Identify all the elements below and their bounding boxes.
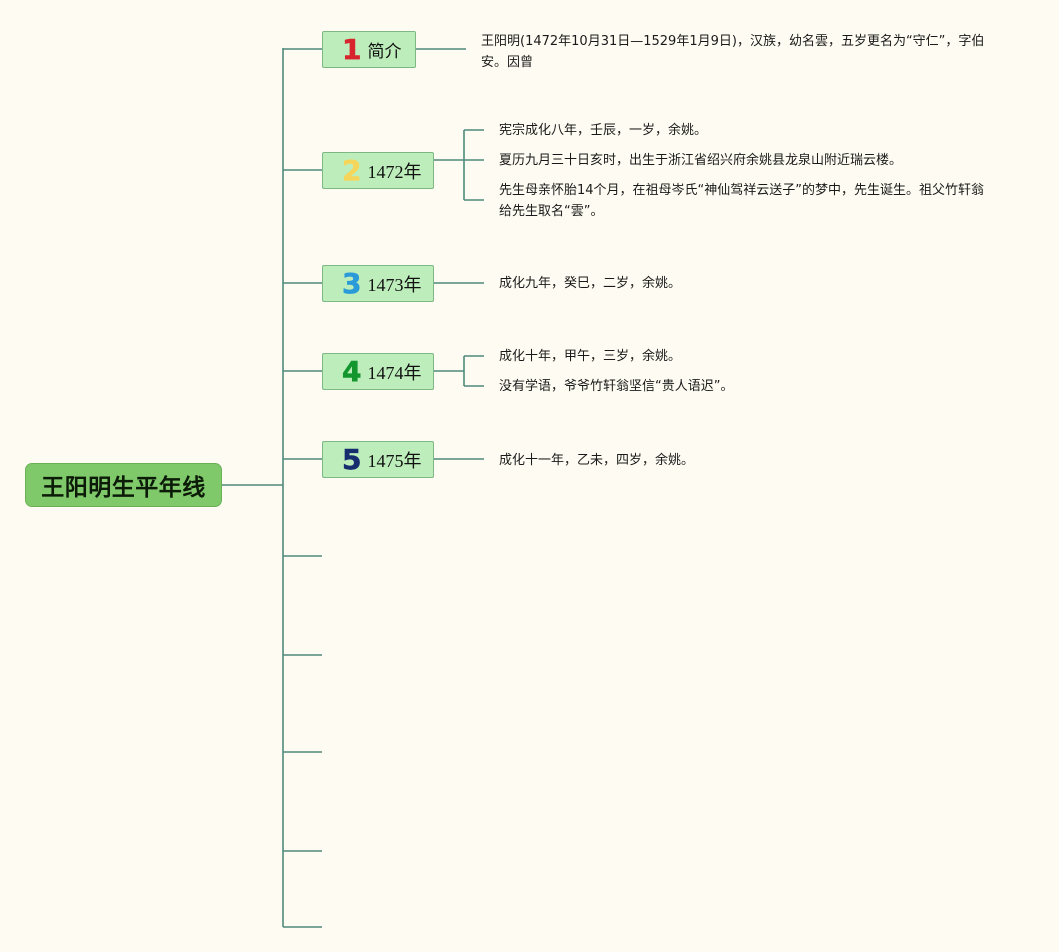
detail-text: 夏历九月三十日亥时，出生于浙江省绍兴府余姚县龙泉山附近瑞云楼。 — [499, 153, 903, 168]
topic-1473[interactable]: 3 1473年 — [322, 265, 434, 302]
topic-label: 1474年 — [367, 362, 422, 383]
root-title: 王阳明生平年线 — [41, 475, 206, 501]
number-badge-2: 2 — [342, 153, 362, 187]
topic-label: 1475年 — [367, 450, 422, 471]
detail-text: 王阳明(1472年10月31日—1529年1月9日)，汉族，幼名雲，五岁更名为“… — [481, 34, 985, 70]
topic-label: 1472年 — [367, 161, 422, 182]
topic-label: 简介 — [367, 42, 402, 62]
detail-text: 宪宗成化八年，壬辰，一岁，余姚。 — [499, 123, 708, 138]
number-badge-1: 1 — [342, 32, 362, 66]
topic-1472[interactable]: 2 1472年 — [322, 152, 434, 189]
detail-text: 先生母亲怀胎14个月，在祖母岑氏“神仙驾祥云送子”的梦中，先生诞生。祖父竹轩翁给… — [499, 183, 985, 219]
topic-1475[interactable]: 5 1475年 — [322, 441, 434, 478]
detail-text: 成化九年，癸巳，二岁，余姚。 — [499, 276, 682, 291]
topic-1474[interactable]: 4 1474年 — [322, 353, 434, 390]
topic-intro[interactable]: 1 简介 — [322, 31, 416, 68]
number-badge-4: 4 — [342, 354, 362, 388]
detail-text: 成化十年，甲午，三岁，余姚。 — [499, 349, 682, 364]
number-badge-5: 5 — [342, 442, 362, 476]
number-badge-3: 3 — [342, 266, 362, 300]
topic-label: 1473年 — [367, 274, 422, 295]
root-node[interactable]: 王阳明生平年线 — [25, 463, 222, 507]
detail-text: 没有学语，爷爷竹轩翁坚信“贵人语迟”。 — [499, 379, 734, 394]
detail-text: 成化十一年，乙未，四岁，余姚。 — [499, 453, 695, 468]
